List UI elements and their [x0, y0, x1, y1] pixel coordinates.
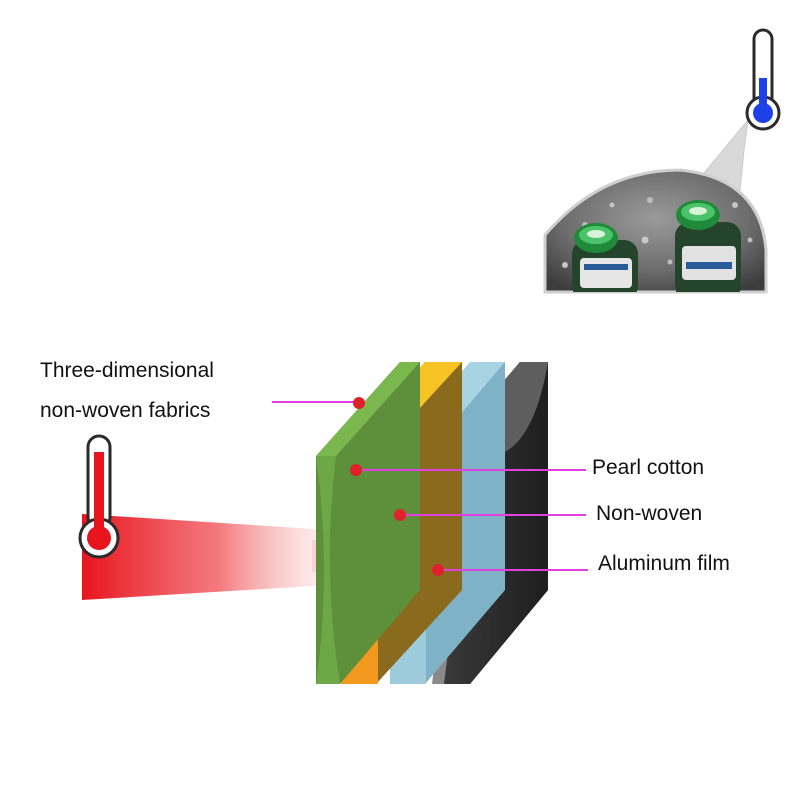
- pointer-dot-pearl-cotton: [350, 464, 362, 476]
- pointer-dot-three-dimensional: [353, 397, 365, 409]
- cooler-interior: [562, 197, 753, 292]
- label-pearl-cotton: Pearl cotton: [592, 456, 705, 479]
- layer-stack: [316, 362, 548, 684]
- label-aluminum-film: Aluminum film: [598, 552, 730, 575]
- pointers: [272, 397, 588, 576]
- bottle-icon: [675, 200, 741, 292]
- thermometer-cold-icon: [745, 28, 781, 131]
- cooler-inset: [543, 118, 768, 294]
- label-non-woven: Non-woven: [596, 502, 703, 525]
- layer-three-dimensional: [316, 362, 420, 684]
- pointer-dot-non-woven: [394, 509, 406, 521]
- label-three-dimensional-line1: Three-dimensional: [40, 359, 214, 382]
- thermometer-hot-icon: [78, 434, 120, 559]
- label-three-dimensional-line2: non-woven fabrics: [40, 399, 211, 422]
- pointer-dot-aluminum-film: [432, 564, 444, 576]
- bottle-icon: [572, 223, 638, 292]
- heat-beam: [82, 514, 330, 600]
